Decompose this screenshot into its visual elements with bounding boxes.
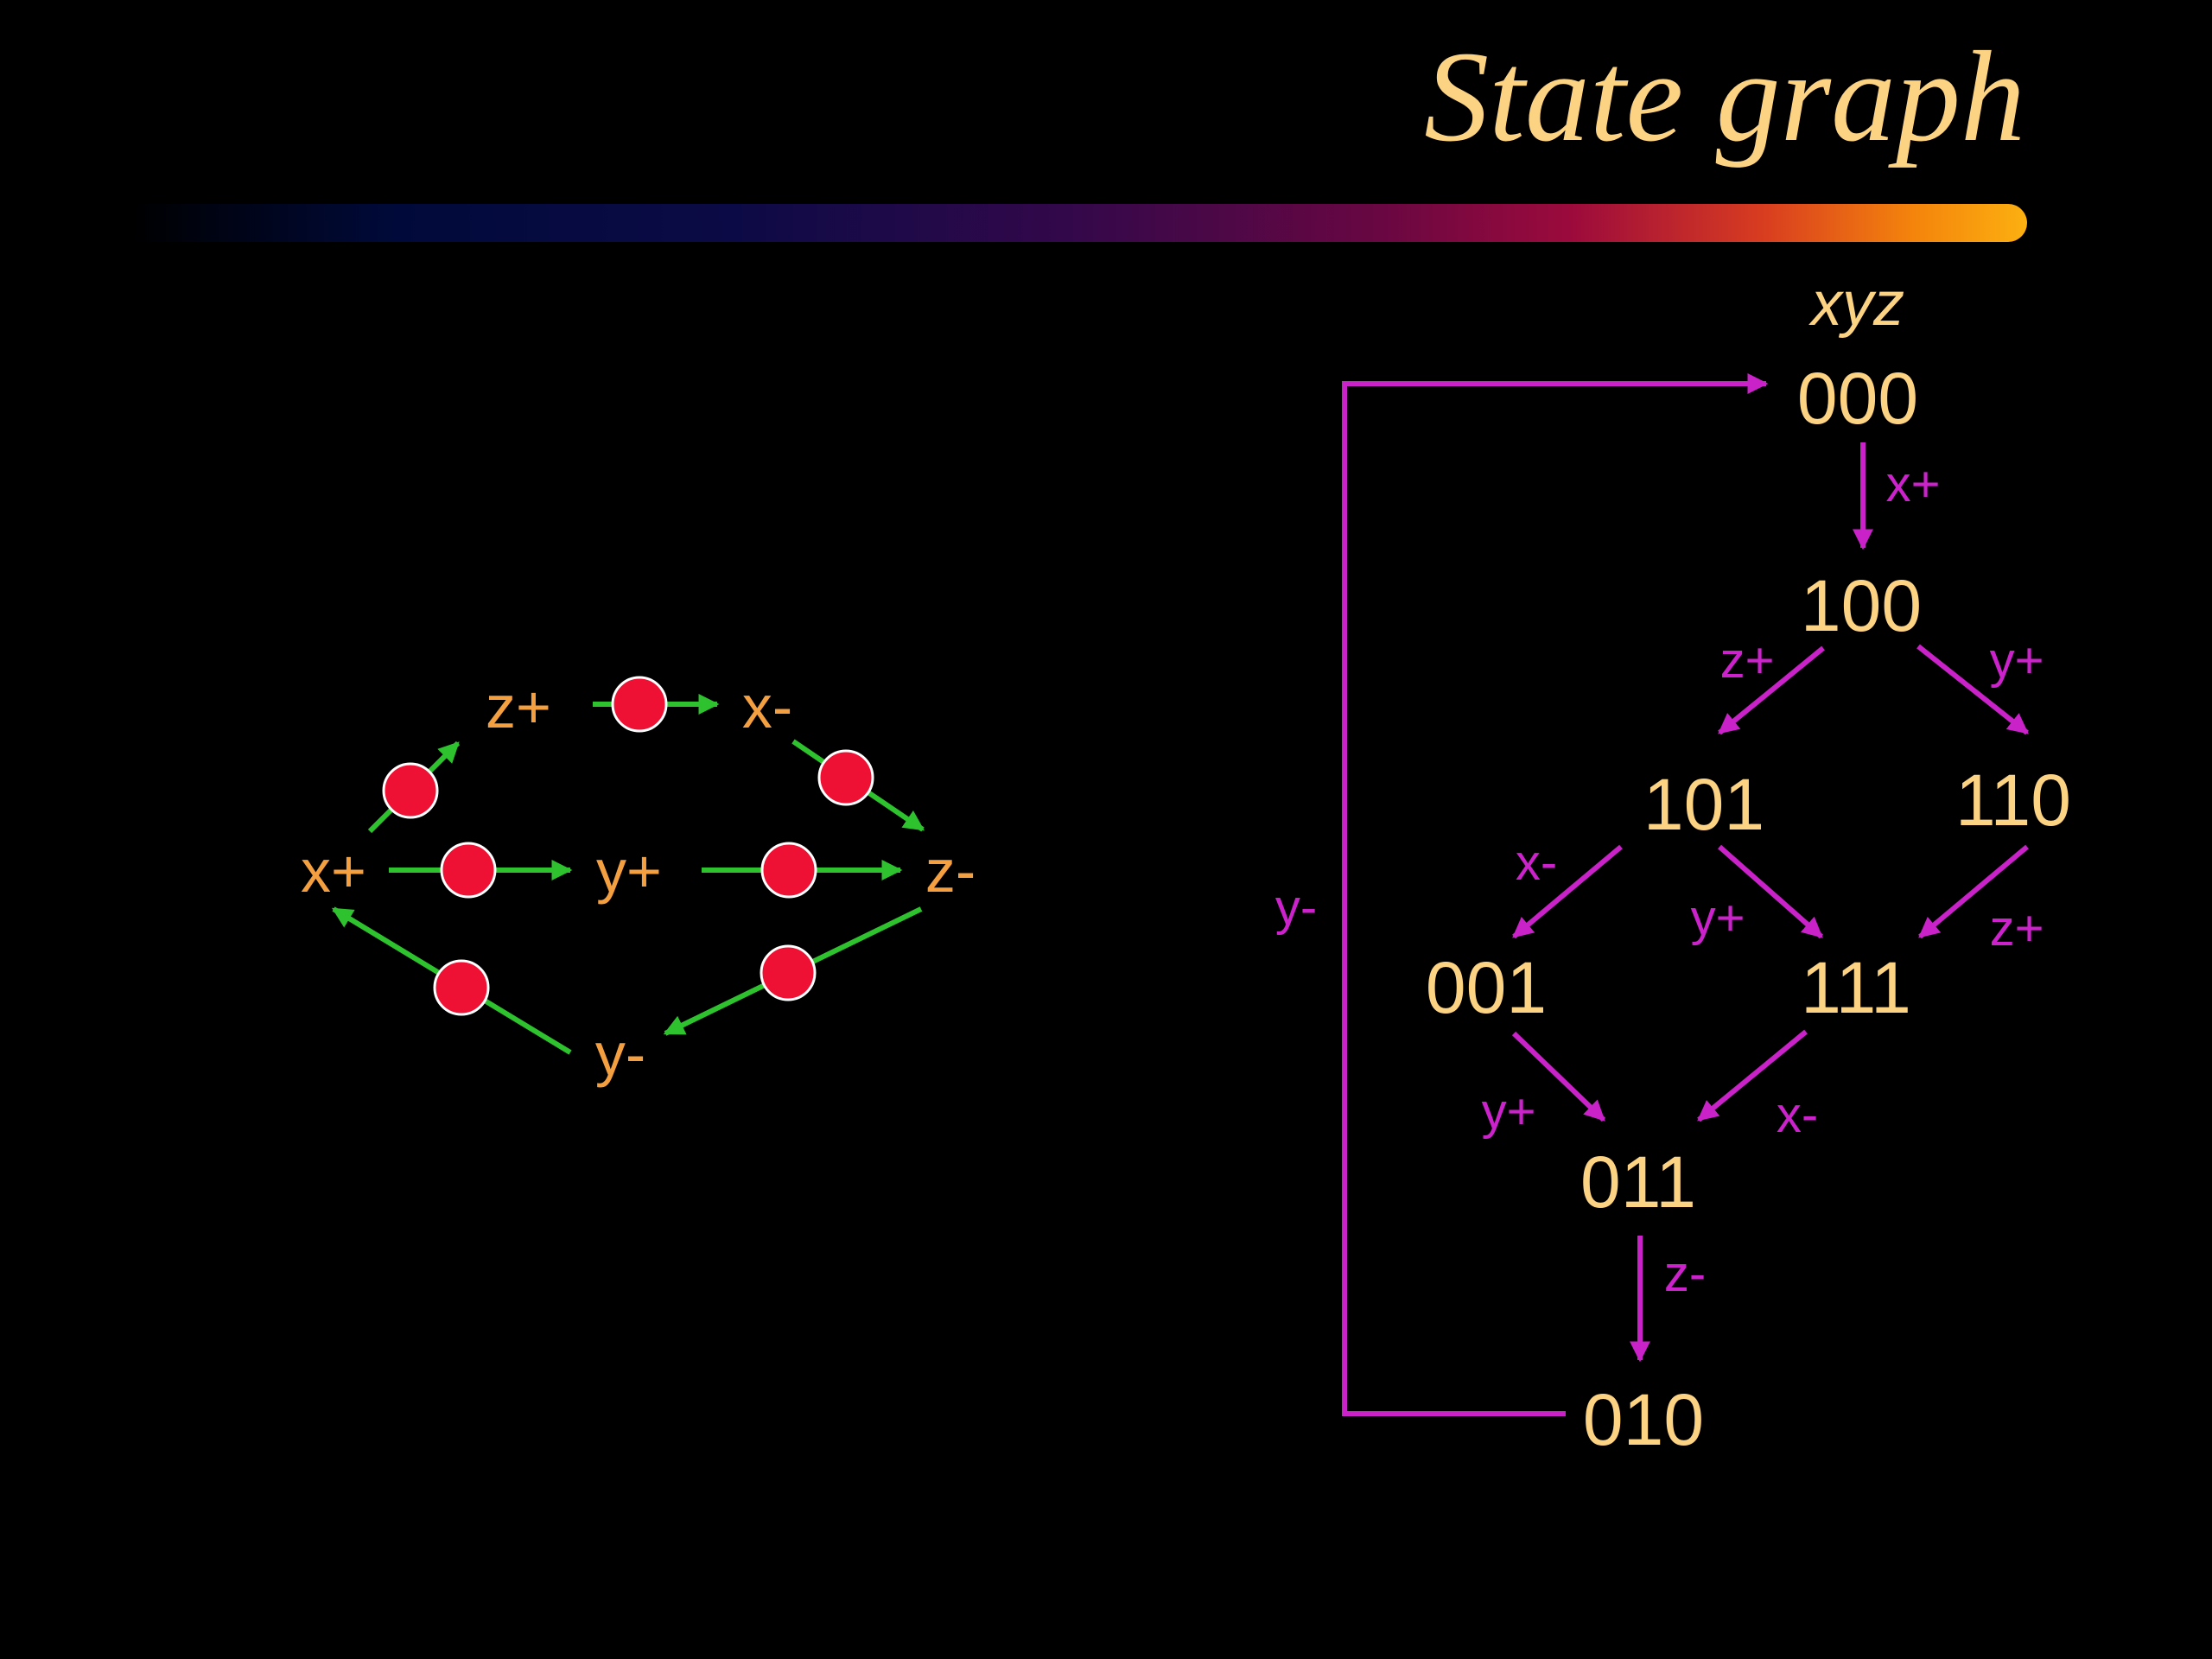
petri-net: z+ x- x+ y+ z- y- xyxy=(301,673,976,1088)
state-graph-header: xyz xyxy=(1808,270,1904,339)
token-xminus-zminus xyxy=(817,749,874,806)
edge-label-101-111: y+ xyxy=(1691,890,1745,946)
transition-xminus: x- xyxy=(742,673,792,741)
token-xplus-yplus xyxy=(440,842,497,899)
state-111: 111 xyxy=(1801,947,1911,1028)
state-graph: xyz 000 100 101 110 001 111 011 010 x+ z… xyxy=(1275,270,2071,1460)
arc-100-110 xyxy=(1916,644,2029,735)
edge-label-001-011: y+ xyxy=(1482,1084,1536,1140)
transition-yminus: y- xyxy=(595,1020,645,1088)
edge-label-000-100: x+ xyxy=(1886,456,1941,512)
state-110: 110 xyxy=(1955,760,2071,841)
edge-label-110-111: z+ xyxy=(1990,900,2044,957)
state-000: 000 xyxy=(1797,358,1918,439)
arc-001-011 xyxy=(1511,1031,1606,1122)
slide-title: State graph xyxy=(1424,25,2025,168)
token-zminus-yminus xyxy=(760,944,817,1001)
edge-label-101-001: x- xyxy=(1516,835,1557,891)
transition-yplus: y+ xyxy=(596,837,662,905)
arc-100-101 xyxy=(1718,645,1825,735)
transition-zplus: z+ xyxy=(486,673,551,741)
arc-101-111 xyxy=(1718,844,1823,939)
arc-101-001 xyxy=(1512,844,1623,939)
edge-label-100-110: y+ xyxy=(1990,632,2044,689)
arc-010-000 xyxy=(1342,373,1769,1416)
state-011: 011 xyxy=(1580,1141,1696,1223)
token-xplus-zplus xyxy=(382,762,439,819)
state-101: 101 xyxy=(1643,764,1764,845)
edge-label-100-101: z+ xyxy=(1720,632,1775,689)
arc-111-011 xyxy=(1697,1029,1808,1122)
edge-label-011-010: z- xyxy=(1664,1246,1706,1302)
transition-xplus: x+ xyxy=(301,837,366,905)
token-yminus-xplus xyxy=(433,959,490,1016)
state-010: 010 xyxy=(1583,1379,1704,1460)
arc-110-111 xyxy=(1918,844,2029,939)
edge-label-010-000: y- xyxy=(1275,880,1317,936)
transition-zminus: z- xyxy=(925,837,976,905)
state-100: 100 xyxy=(1801,565,1922,646)
token-yplus-zminus xyxy=(760,842,817,899)
title-gradient-bar xyxy=(130,204,2027,242)
state-001: 001 xyxy=(1426,947,1547,1028)
token-zplus-xminus xyxy=(611,676,668,733)
edge-label-111-011: x- xyxy=(1777,1087,1818,1143)
